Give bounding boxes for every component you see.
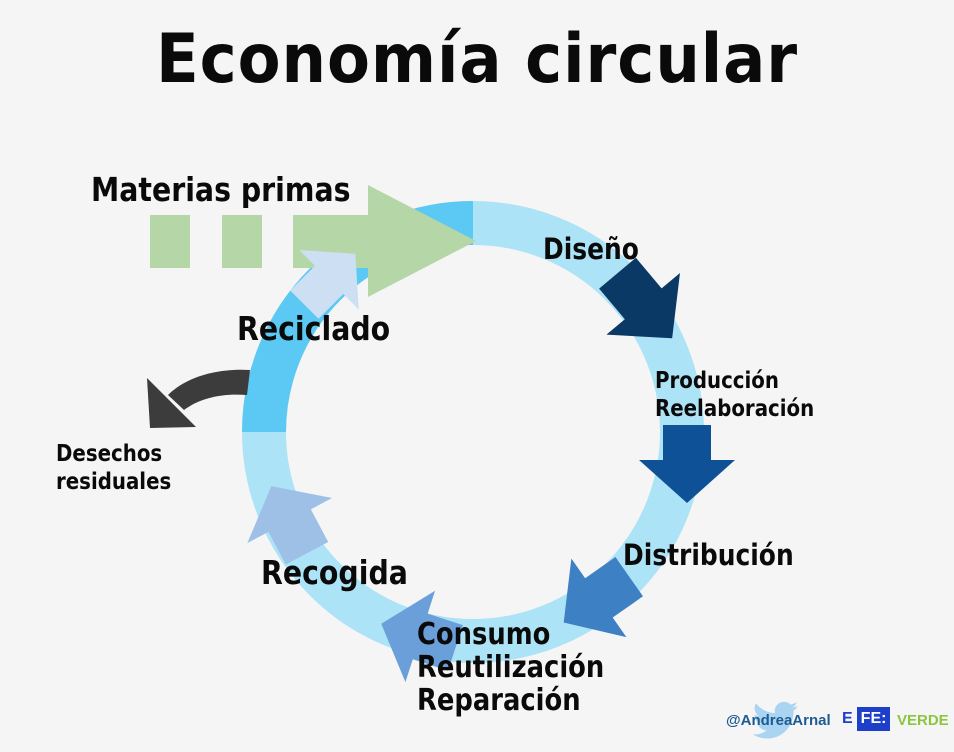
label-reciclado: Reciclado — [237, 309, 391, 348]
raw-materials-arrow — [150, 185, 476, 297]
label-consumo-line1: Consumo — [417, 617, 551, 652]
label-produccion-line1: Producción — [655, 368, 779, 394]
label-consumo-line3: Reparación — [417, 683, 581, 718]
label-desechos: Desechos residuales — [56, 440, 171, 496]
page-title: Economía circular — [155, 20, 799, 99]
reciclado-arrow — [290, 250, 359, 319]
label-produccion: Producción Reelaboración — [655, 367, 814, 423]
produccion-arrow — [639, 425, 735, 503]
efe-logo-box: FE: — [856, 707, 891, 731]
label-consumo-line2: Reutilización — [417, 650, 605, 685]
label-materias-primas: Materias primas — [91, 170, 351, 209]
recogida-arrow — [247, 486, 333, 565]
label-diseno: Diseño — [543, 232, 639, 266]
label-recogida: Recogida — [261, 553, 408, 592]
label-desechos-line2: residuales — [56, 469, 172, 495]
efe-logo-e: E — [842, 710, 853, 727]
efe-logo: E FE: — [842, 707, 891, 731]
waste-arrow — [147, 369, 250, 428]
distribucion-arrow — [563, 556, 643, 638]
label-produccion-line2: Reelaboración — [655, 396, 815, 422]
label-distribucion: Distribución — [623, 538, 794, 572]
twitter-bird-icon — [752, 701, 798, 739]
diseno-arrow — [599, 257, 680, 339]
label-consumo: Consumo Reutilización Reparación — [417, 618, 604, 717]
label-desechos-line1: Desechos — [56, 441, 163, 467]
author-handle: @AndreaArnal — [726, 712, 831, 729]
efe-verde-label: VERDE — [897, 712, 949, 729]
consumo-arrow — [381, 590, 463, 683]
